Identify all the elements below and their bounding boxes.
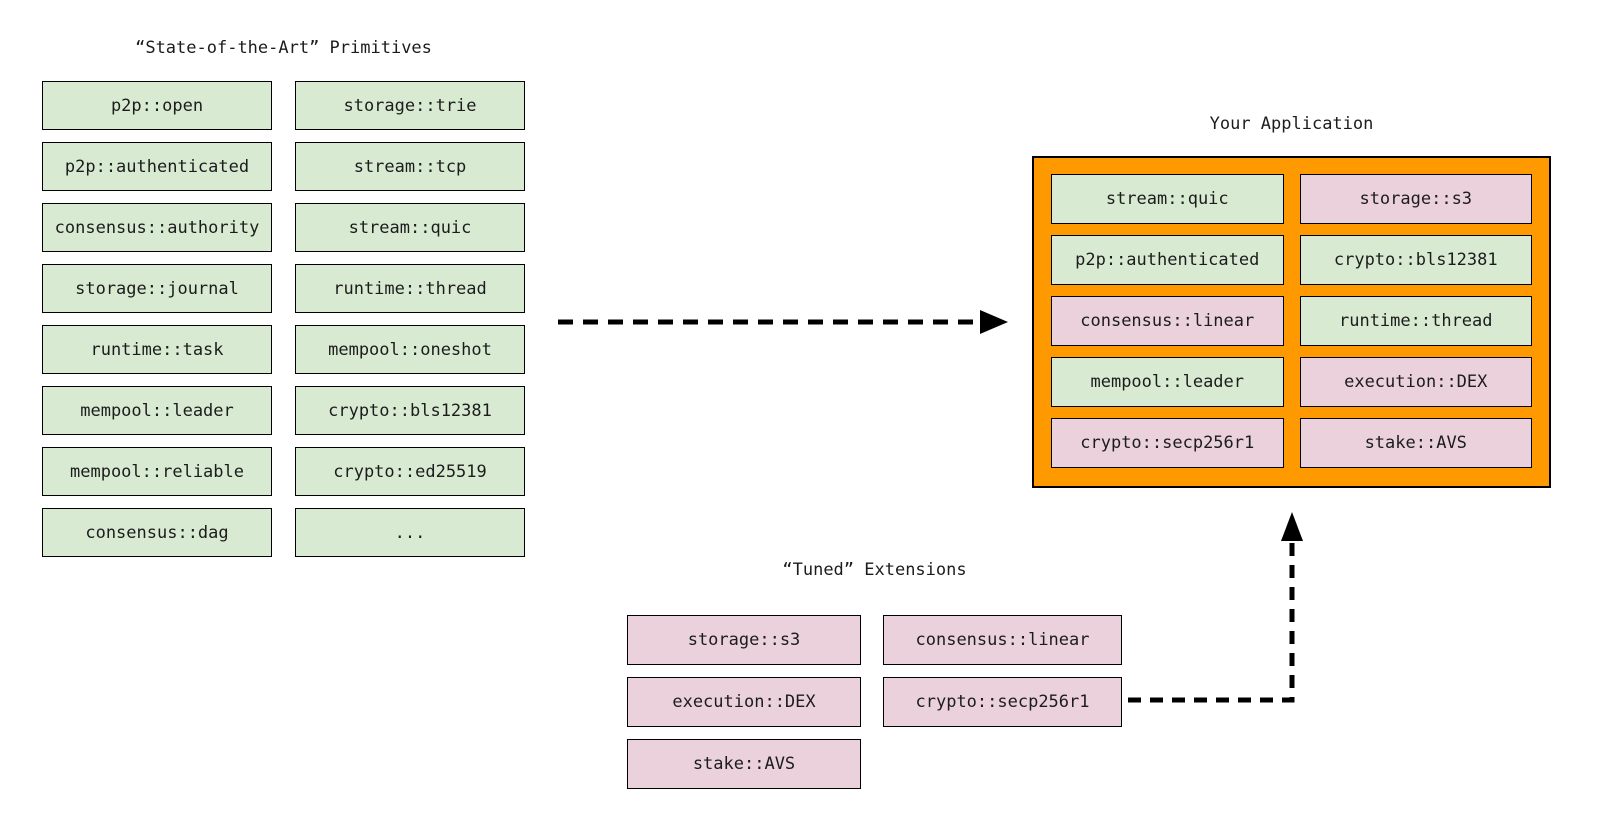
app-cell-consensus-linear: consensus::linear bbox=[1051, 296, 1284, 346]
primitive-crypto-bls12381: crypto::bls12381 bbox=[295, 386, 525, 435]
primitive-mempool-reliable: mempool::reliable bbox=[42, 447, 272, 496]
extension-crypto-secp256r1: crypto::secp256r1 bbox=[883, 677, 1122, 727]
primitives-to-application-arrow bbox=[558, 310, 1008, 334]
extensions-title: “Tuned” Extensions bbox=[782, 560, 967, 580]
primitive-p2p-authenticated: p2p::authenticated bbox=[42, 142, 272, 191]
app-cell-mempool-leader: mempool::leader bbox=[1051, 357, 1284, 407]
primitive-storage-trie: storage::trie bbox=[295, 81, 525, 130]
extension-storage-s3: storage::s3 bbox=[627, 615, 861, 665]
primitive-stream-quic: stream::quic bbox=[295, 203, 525, 252]
app-cell-p2p-authenticated: p2p::authenticated bbox=[1051, 235, 1284, 285]
application-title: Your Application bbox=[1209, 114, 1374, 134]
primitive-stream-tcp: stream::tcp bbox=[295, 142, 525, 191]
primitives-column-1: p2p::open p2p::authenticated consensus::… bbox=[42, 81, 272, 557]
primitive-consensus-authority: consensus::authority bbox=[42, 203, 272, 252]
extension-stake-avs: stake::AVS bbox=[627, 739, 861, 789]
primitives-title: “State-of-the-Art” Primitives bbox=[135, 38, 432, 58]
extension-execution-dex: execution::DEX bbox=[627, 677, 861, 727]
primitive-consensus-dag: consensus::dag bbox=[42, 508, 272, 557]
primitive-crypto-ed25519: crypto::ed25519 bbox=[295, 447, 525, 496]
primitive-runtime-thread: runtime::thread bbox=[295, 264, 525, 313]
primitives-column-2: storage::trie stream::tcp stream::quic r… bbox=[295, 81, 525, 557]
primitive-mempool-leader: mempool::leader bbox=[42, 386, 272, 435]
primitive-mempool-oneshot: mempool::oneshot bbox=[295, 325, 525, 374]
extensions-column-1: storage::s3 execution::DEX stake::AVS bbox=[627, 615, 861, 789]
app-cell-stake-avs: stake::AVS bbox=[1299, 418, 1532, 468]
application-box: stream::quic storage::s3 p2p::authentica… bbox=[1032, 156, 1551, 488]
app-cell-runtime-thread: runtime::thread bbox=[1299, 296, 1532, 346]
app-cell-crypto-bls12381: crypto::bls12381 bbox=[1299, 235, 1532, 285]
primitive-runtime-task: runtime::task bbox=[42, 325, 272, 374]
primitive-ellipsis: ... bbox=[295, 508, 525, 557]
app-cell-stream-quic: stream::quic bbox=[1051, 174, 1284, 224]
app-cell-storage-s3: storage::s3 bbox=[1299, 174, 1532, 224]
app-cell-execution-dex: execution::DEX bbox=[1299, 357, 1532, 407]
primitive-storage-journal: storage::journal bbox=[42, 264, 272, 313]
extensions-to-application-arrow bbox=[1128, 512, 1303, 703]
extensions-column-2: consensus::linear crypto::secp256r1 bbox=[883, 615, 1122, 727]
extension-consensus-linear: consensus::linear bbox=[883, 615, 1122, 665]
primitive-p2p-open: p2p::open bbox=[42, 81, 272, 130]
app-cell-crypto-secp256r1: crypto::secp256r1 bbox=[1051, 418, 1284, 468]
